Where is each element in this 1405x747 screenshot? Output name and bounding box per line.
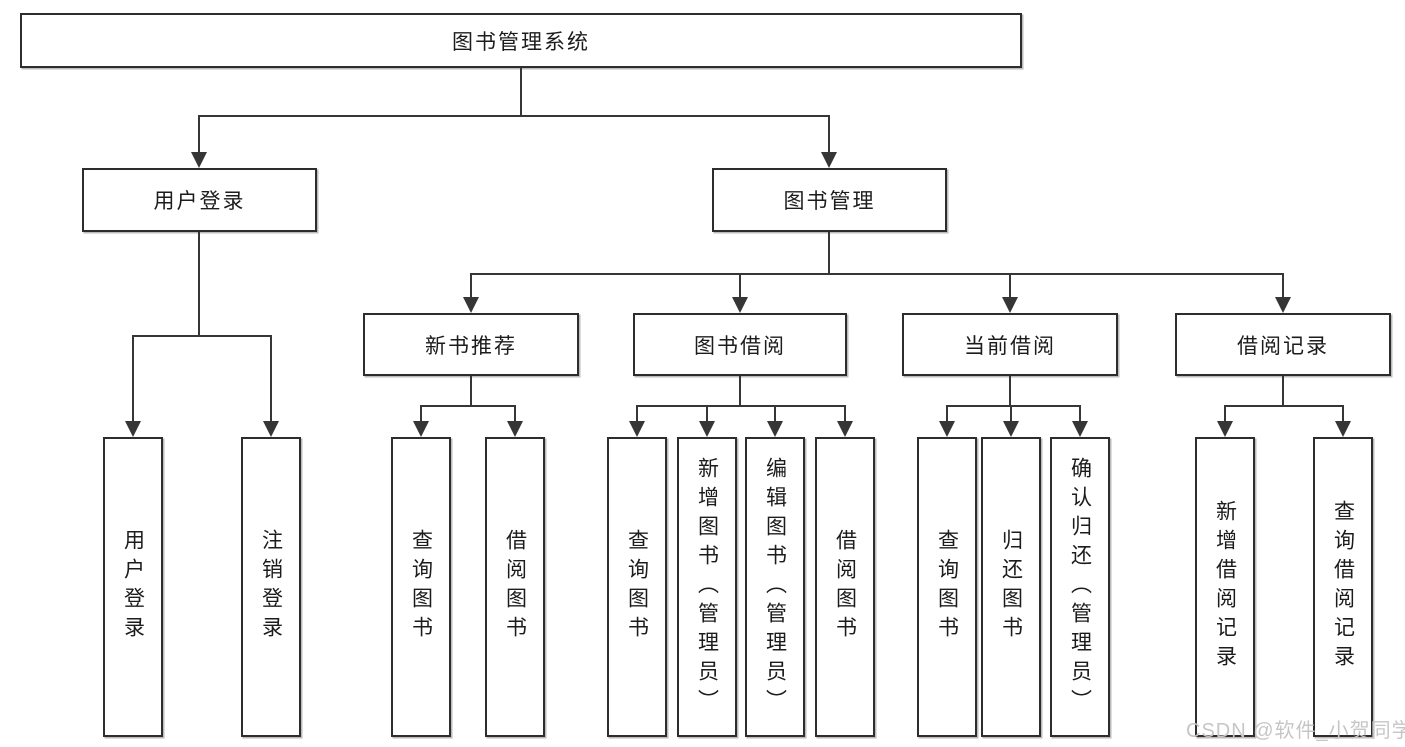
leaf-borrow-books-borrow: 借阅图书	[815, 437, 875, 737]
connector-user-login-bus	[132, 335, 272, 337]
node-label: 用户登录	[153, 190, 246, 213]
leaf-query-books-newbooks: 查询图书	[391, 437, 451, 737]
connector-drop-leaf	[1224, 405, 1226, 422]
connector-drop-new-books	[470, 273, 472, 299]
connector-new-books-trunk	[470, 376, 472, 405]
leaf-label: 借阅图书	[833, 529, 857, 645]
connector-borrow-records-trunk	[1282, 376, 1284, 405]
connector-drop-leaf	[420, 405, 422, 422]
arrow-down-icon	[1003, 421, 1019, 437]
leaf-query-books-borrow: 查询图书	[607, 437, 667, 737]
leaf-user-login: 用户登录	[103, 437, 163, 737]
leaf-query-borrow-record: 查询借阅记录	[1313, 437, 1373, 737]
leaf-borrow-books-newbooks: 借阅图书	[485, 437, 545, 737]
leaf-label: 用户登录	[121, 529, 145, 645]
arrow-down-icon	[767, 421, 783, 437]
leaf-edit-book-admin: 编辑图书（管理员）	[745, 437, 805, 737]
arrow-down-icon	[939, 421, 955, 437]
leaf-label: 新增借阅记录	[1213, 500, 1237, 674]
arrow-down-icon	[191, 152, 207, 168]
leaf-label: 注销登录	[259, 529, 283, 645]
arrow-down-icon	[1072, 421, 1088, 437]
connector-current-borrow-bus	[946, 405, 1081, 407]
leaf-add-borrow-record: 新增借阅记录	[1195, 437, 1255, 737]
connector-drop-book-management	[828, 115, 830, 153]
node-label: 图书借阅	[694, 334, 786, 358]
connector-level2-bus	[198, 115, 830, 117]
leaf-label: 归还图书	[999, 529, 1023, 645]
arrow-down-icon	[507, 421, 523, 437]
connector-new-books-bus	[420, 405, 516, 407]
leaf-query-books-current: 查询图书	[917, 437, 977, 737]
arrow-down-icon	[629, 421, 645, 437]
connector-drop-leaf	[946, 405, 948, 422]
arrow-down-icon	[263, 421, 279, 437]
node-library-management-system: 图书管理系统	[20, 13, 1022, 68]
connector-borrow-records-bus	[1224, 405, 1344, 407]
node-current-borrow: 当前借阅	[902, 313, 1118, 376]
leaf-label: 查询图书	[935, 529, 959, 645]
leaf-label: 借阅图书	[503, 529, 527, 645]
leaf-label: 编辑图书（管理员）	[763, 456, 787, 718]
node-label: 图书管理系统	[452, 30, 590, 54]
connector-level3-bus	[470, 273, 1284, 275]
leaf-label: 查询图书	[409, 529, 433, 645]
node-new-book-recommend: 新书推荐	[363, 313, 579, 376]
node-borrow-records: 借阅记录	[1175, 313, 1391, 376]
connector-drop-leaf	[774, 405, 776, 422]
leaf-return-book: 归还图书	[981, 437, 1041, 737]
arrow-down-icon	[837, 421, 853, 437]
leaf-label: 确认归还（管理员）	[1068, 456, 1092, 718]
connector-drop-leaf-user-login	[132, 335, 134, 421]
arrow-down-icon	[1335, 421, 1351, 437]
connector-book-borrow-trunk	[739, 376, 741, 405]
connector-drop-leaf	[1342, 405, 1344, 422]
connector-drop-leaf	[706, 405, 708, 422]
node-book-management: 图书管理	[712, 168, 947, 232]
leaf-add-book-admin: 新增图书（管理员）	[677, 437, 737, 737]
node-label: 新书推荐	[425, 334, 517, 358]
arrow-down-icon	[413, 421, 429, 437]
arrow-down-icon	[732, 297, 748, 313]
node-label: 图书管理	[783, 190, 876, 213]
leaf-label: 查询借阅记录	[1331, 500, 1355, 674]
connector-drop-leaf	[514, 405, 516, 422]
connector-drop-book-borrow	[739, 273, 741, 299]
connector-drop-leaf	[844, 405, 846, 422]
arrow-down-icon	[699, 421, 715, 437]
node-label: 借阅记录	[1237, 334, 1329, 358]
arrow-down-icon	[1275, 297, 1291, 313]
node-user-login: 用户登录	[82, 168, 317, 232]
arrow-down-icon	[463, 297, 479, 313]
connector-book-management-trunk	[828, 232, 830, 273]
arrow-down-icon	[821, 152, 837, 168]
arrow-down-icon	[1217, 421, 1233, 437]
connector-root-trunk	[520, 68, 522, 115]
arrow-down-icon	[1002, 297, 1018, 313]
node-label: 当前借阅	[964, 334, 1056, 358]
connector-drop-leaf-logout	[270, 335, 272, 421]
connector-drop-user-login	[198, 115, 200, 153]
leaf-confirm-return-admin: 确认归还（管理员）	[1050, 437, 1110, 737]
leaf-label: 查询图书	[625, 529, 649, 645]
leaf-logout-login: 注销登录	[241, 437, 301, 737]
arrow-down-icon	[125, 421, 141, 437]
connector-user-login-trunk	[198, 232, 200, 335]
connector-drop-leaf	[1010, 405, 1012, 422]
csdn-watermark: CSDN @软件_小贺同学	[1186, 720, 1405, 742]
connector-drop-borrow-records	[1282, 273, 1284, 299]
connector-current-borrow-trunk	[1009, 376, 1011, 405]
connector-drop-current-borrow	[1009, 273, 1011, 299]
node-book-borrow: 图书借阅	[633, 313, 847, 376]
connector-drop-leaf	[1079, 405, 1081, 422]
leaf-label: 新增图书（管理员）	[695, 456, 719, 718]
connector-book-borrow-bus	[636, 405, 846, 407]
connector-drop-leaf	[636, 405, 638, 422]
